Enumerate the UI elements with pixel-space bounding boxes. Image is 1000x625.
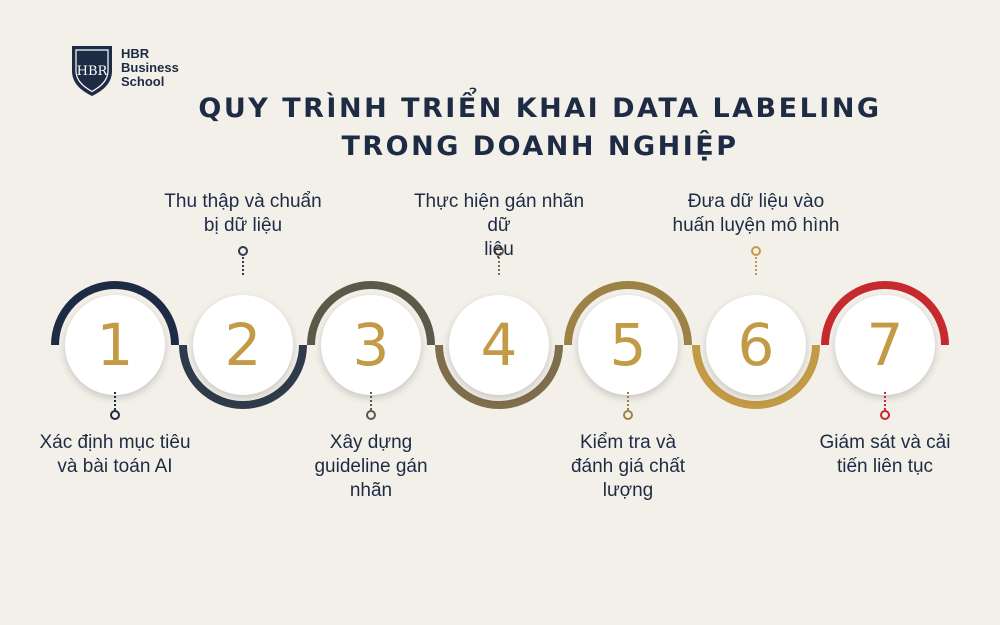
step-label-line: lượng	[602, 480, 654, 501]
connector-line	[627, 392, 629, 410]
step-ring-arc	[307, 281, 435, 346]
connector-dot	[238, 246, 248, 256]
step-ring-arc	[51, 281, 179, 346]
step-ring	[51, 281, 179, 346]
logo-wordmark: HBR Business School	[121, 47, 179, 89]
step-disc	[321, 295, 421, 395]
step-ring	[821, 281, 949, 346]
step-label: Kiểm tra và đánh giá chất lượng	[533, 431, 723, 503]
connector-dot	[880, 410, 890, 420]
step-number: 1	[96, 311, 134, 379]
step-label: Thu thập và chuẩn bị dữ liệu	[148, 190, 338, 238]
step-label-line: bị dữ liệu	[203, 215, 283, 236]
step-connector	[238, 246, 248, 276]
page-title-line-1: QUY TRÌNH TRIỂN KHAI DATA LABELING	[198, 93, 882, 124]
connector-line	[884, 392, 886, 410]
connector-line	[114, 392, 116, 410]
step-ring	[179, 344, 307, 409]
step-connector	[880, 392, 890, 422]
step-1: 1	[51, 281, 179, 409]
connector-dot	[366, 410, 376, 420]
connector-dot	[110, 410, 120, 420]
step-disc	[449, 295, 549, 395]
step-label: Giám sát và cải tiến liên tục	[790, 431, 980, 479]
step-number: 7	[866, 311, 904, 379]
step-ring-arc	[821, 281, 949, 346]
step-6: 6	[692, 281, 820, 409]
step-disc	[835, 295, 935, 395]
step-disc	[193, 295, 293, 395]
step-label-line: tiến liên tục	[836, 456, 934, 477]
step-ring-arc	[692, 344, 820, 409]
step-ring-arc	[435, 344, 563, 409]
step-label-line: Thu thập và chuẩn	[164, 191, 322, 212]
logo-monogram: HBR	[77, 64, 109, 79]
step-label-line: Xác định mục tiêu	[39, 432, 191, 453]
step-label: Xác định mục tiêu và bài toán AI	[20, 431, 210, 479]
logo-line-2: Business	[121, 60, 179, 75]
connector-line	[370, 392, 372, 410]
step-number: 5	[609, 311, 647, 379]
logo-line-3: School	[121, 74, 165, 89]
step-number: 2	[224, 311, 262, 379]
connector-line	[242, 257, 244, 275]
step-connector	[623, 392, 633, 422]
step-number: 4	[480, 311, 518, 379]
step-ring	[564, 281, 692, 346]
step-5: 5	[564, 281, 692, 409]
step-label-line: Kiểm tra và	[579, 432, 677, 453]
step-label-line: Thực hiện gán nhãn dữ	[413, 191, 585, 236]
connector-dot	[623, 410, 633, 420]
connector-line	[498, 257, 500, 275]
logo: HBR HBR Business School	[70, 43, 200, 98]
step-4: 4	[435, 281, 563, 409]
step-label-line: đánh giá chất	[570, 456, 686, 477]
step-label-line: guideline gán	[314, 456, 428, 477]
step-connector	[366, 392, 376, 422]
step-connector	[494, 246, 504, 276]
step-label-line: nhãn	[349, 480, 393, 501]
connector-line	[755, 257, 757, 275]
step-ring	[692, 344, 820, 409]
step-label: Thực hiện gán nhãn dữ liệu	[404, 190, 594, 262]
step-ring	[435, 344, 563, 409]
step-disc	[578, 295, 678, 395]
step-label-line: và bài toán AI	[57, 456, 173, 477]
step-number: 6	[737, 311, 775, 379]
connector-dot	[751, 246, 761, 256]
logo-line-1: HBR	[121, 46, 150, 61]
step-2: 2	[179, 281, 307, 409]
step-label-line: Đưa dữ liệu vào	[687, 191, 825, 212]
step-7: 7	[821, 281, 949, 409]
page-title-line-2: TRONG DOANH NGHIỆP	[341, 131, 739, 162]
step-connector	[110, 392, 120, 422]
step-label-line: Xây dựng	[329, 432, 413, 453]
step-label: Đưa dữ liệu vào huấn luyện mô hình	[661, 190, 851, 238]
page-title: QUY TRÌNH TRIỂN KHAI DATA LABELING TRONG…	[160, 90, 920, 166]
shield-icon: HBR	[72, 46, 112, 96]
step-number: 3	[352, 311, 390, 379]
step-ring-arc	[564, 281, 692, 346]
step-label: Xây dựng guideline gán nhãn	[276, 431, 466, 503]
step-disc	[706, 295, 806, 395]
step-label-line: liệu	[484, 239, 514, 260]
step-connector	[751, 246, 761, 276]
step-3: 3	[307, 281, 435, 409]
step-disc	[65, 295, 165, 395]
step-label-line: Giám sát và cải	[819, 432, 951, 453]
connector-dot	[494, 246, 504, 256]
step-ring-arc	[179, 344, 307, 409]
step-label-line: huấn luyện mô hình	[672, 215, 840, 236]
step-ring	[307, 281, 435, 346]
